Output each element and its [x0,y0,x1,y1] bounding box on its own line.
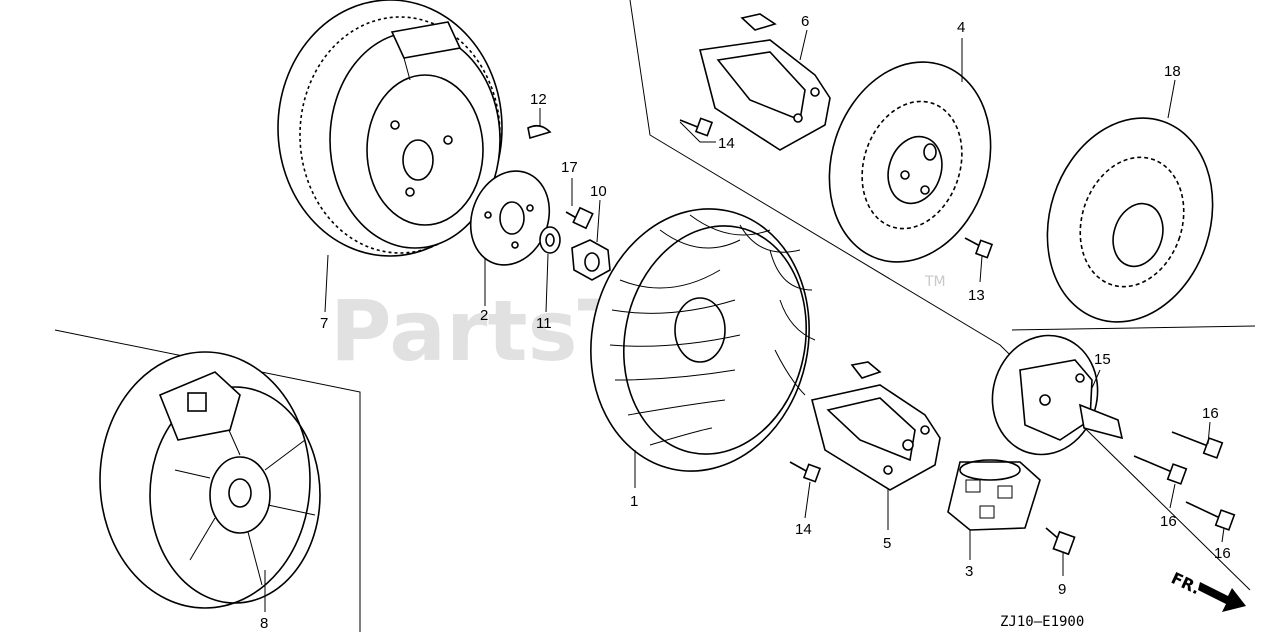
part-18-rotor[interactable] [1022,96,1238,343]
part-14-lower-bolt[interactable] [789,461,822,483]
part-16-bolt-c[interactable] [1185,501,1236,531]
part-4-rotor[interactable] [804,41,1015,283]
callout-15[interactable]: 15 [1094,351,1111,368]
callout-17[interactable]: 17 [561,159,578,176]
callouts: 1 2 3 4 5 6 7 8 9 10 11 12 13 14 14 15 1… [260,13,1231,632]
callout-7[interactable]: 7 [320,315,328,332]
callout-1[interactable]: 1 [630,493,638,510]
section-boundaries [54,0,1256,632]
callout-16-a[interactable]: 16 [1202,405,1219,422]
part-14-upper-bolt[interactable] [679,117,714,137]
part-1-fan[interactable] [567,188,833,491]
part-17-bolt[interactable] [565,206,594,230]
callout-6[interactable]: 6 [801,13,809,30]
part-12-key[interactable] [527,124,552,140]
part-7-flywheel[interactable] [277,0,503,257]
part-16-bolt-a[interactable] [1171,431,1224,459]
part-6-holder[interactable] [699,13,831,151]
callout-11[interactable]: 11 [536,315,552,332]
callout-18[interactable]: 18 [1164,63,1181,80]
watermark-trademark: TM [924,274,946,290]
part-5-holder[interactable] [811,361,941,491]
callout-13[interactable]: 13 [968,287,985,304]
part-8-cover[interactable] [99,351,321,609]
callout-2[interactable]: 2 [480,307,488,324]
callout-9[interactable]: 9 [1058,581,1066,598]
part-11-washer[interactable] [539,226,561,254]
callout-4[interactable]: 4 [957,19,965,36]
direction-label: FR. [1168,568,1203,598]
callout-8[interactable]: 8 [260,615,268,632]
direction-indicator: FR. [1168,568,1246,612]
callout-16-c[interactable]: 16 [1214,545,1231,562]
callout-3[interactable]: 3 [965,563,973,580]
leader-lines [264,29,1225,612]
part-15-shaft[interactable] [979,324,1124,467]
callout-12[interactable]: 12 [530,91,547,108]
callout-14-upper[interactable]: 14 [718,135,735,152]
callout-16-b[interactable]: 16 [1160,513,1177,530]
part-16-bolt-b[interactable] [1133,455,1188,485]
part-10-nut[interactable] [571,239,611,281]
part-3-collar[interactable] [947,459,1041,531]
callout-10[interactable]: 10 [590,183,607,200]
part-13-bolt[interactable] [964,237,994,259]
arrow-down-right-icon [1198,582,1246,612]
callout-14-lower[interactable]: 14 [795,521,812,538]
diagram-code: ZJ10—E1900 [1000,614,1084,630]
callout-5[interactable]: 5 [883,535,891,552]
part-9-bolt[interactable] [1045,527,1076,556]
